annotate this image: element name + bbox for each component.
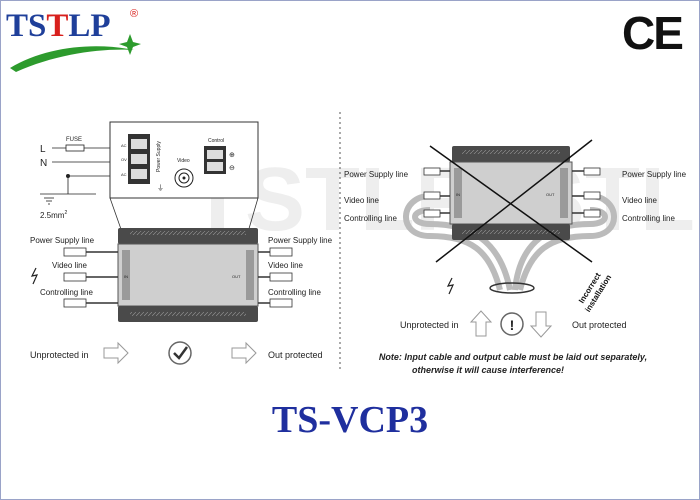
right-unprotected-label: Unprotected in	[400, 320, 459, 330]
ground-size-label: 2.5mm2	[40, 210, 67, 220]
fuse-icon	[65, 144, 85, 152]
check-circle-icon	[168, 341, 192, 365]
model-title: TS-VCP3	[271, 399, 429, 441]
device-body	[117, 243, 259, 307]
note-line-2: otherwise it will cause interference!	[412, 365, 564, 375]
ce-mark: CE	[622, 7, 684, 59]
left-power-line-label: Power Supply line	[30, 236, 95, 245]
device-in-label: IN	[124, 274, 128, 279]
power-supply-terminal-label: Power Supply	[156, 141, 162, 172]
video-port-label: Video	[177, 158, 190, 164]
svg-text:AC: AC	[121, 172, 127, 177]
left-unprotected-label: Unprotected in	[30, 350, 89, 360]
right-left-video-line-label: Video line	[344, 196, 380, 205]
svg-text:⊖: ⊖	[229, 165, 235, 172]
right-protected-label: Out protected	[572, 320, 627, 330]
right-power-line-label: Power Supply line	[268, 236, 333, 245]
control-port-label: Control	[208, 138, 224, 144]
svg-text:OV: OV	[121, 157, 127, 162]
ground-symbol-icon: ⏚	[157, 184, 164, 192]
svg-text:AC: AC	[121, 143, 127, 148]
sparkle-icon	[119, 34, 141, 55]
device-out-label: OUT	[546, 192, 555, 197]
logo-swoosh-icon	[10, 34, 141, 72]
installation-diagram: TSTLP TSTLP L N FUSE 2.5mm2 AC OV AC Pow…	[30, 112, 700, 375]
right-right-power-line-label: Power Supply line	[622, 170, 687, 179]
note-line-1: Note: Input cable and output cable must …	[379, 352, 647, 362]
ground-icon	[40, 193, 96, 205]
logo-wordmark: TSTLP	[6, 8, 111, 44]
device-top-rail	[118, 228, 258, 244]
incorrect-installation-label: Incorrect installation	[577, 271, 613, 314]
line-l-label: L	[40, 144, 46, 155]
left-protected-label: Out protected	[268, 350, 323, 360]
left-video-line-label: Video line	[52, 261, 88, 270]
lightning-icon	[30, 267, 39, 285]
right-video-line-label: Video line	[268, 261, 304, 270]
right-diagram: IN OUT Power Supply line Video line Cont…	[344, 139, 687, 375]
warning-circle-icon	[500, 312, 524, 336]
warning-symbol: !	[510, 317, 515, 333]
right-left-power-line-label: Power Supply line	[344, 170, 409, 179]
left-control-line-label: Controlling line	[40, 288, 93, 297]
svg-text:⊕: ⊕	[229, 152, 235, 159]
arrow-up-icon	[469, 310, 493, 337]
right-control-line-label: Controlling line	[268, 288, 321, 297]
device-in-label: IN	[456, 192, 460, 197]
arrow-right-icon	[103, 341, 129, 365]
right-right-control-line-label: Controlling line	[622, 214, 675, 223]
fuse-label: FUSE	[66, 137, 82, 143]
left-diagram: L N FUSE 2.5mm2 AC OV AC Power Supply ⏚ …	[30, 121, 333, 365]
right-left-control-line-label: Controlling line	[344, 214, 397, 223]
line-n-label: N	[40, 158, 47, 169]
registered-mark: ®	[130, 8, 139, 20]
right-right-video-line-label: Video line	[622, 196, 658, 205]
device-out-label: OUT	[232, 274, 241, 279]
arrow-down-icon	[529, 311, 553, 338]
arrow-right-icon	[231, 341, 257, 365]
brand-logo: TSTLP ®	[6, 6, 156, 76]
lightning-icon	[446, 277, 455, 295]
cable-bundle-ring	[489, 282, 535, 294]
